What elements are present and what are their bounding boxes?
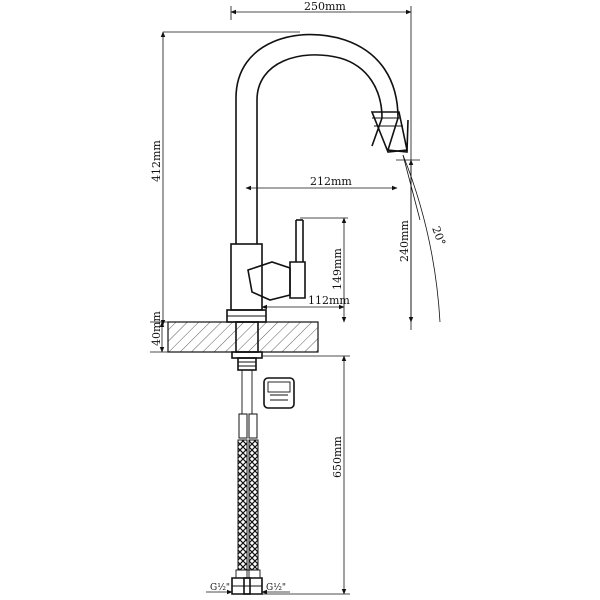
dimension-spout-reach: 212mm <box>245 175 398 191</box>
overall-width-label: 250mm <box>304 0 346 13</box>
hose-length-label: 650mm <box>331 436 344 478</box>
swivel-angle-label: 20° <box>429 225 448 248</box>
hose-thread-callouts: G½" G½" <box>206 582 290 595</box>
hose-thread-right-label: G½" <box>266 582 286 593</box>
overall-height-label: 412mm <box>150 140 163 182</box>
dimension-lever-height: 149mm <box>300 217 348 323</box>
lever-height-label: 149mm <box>331 248 344 290</box>
base-reach-label: 112mm <box>308 294 350 307</box>
faucet-body <box>226 33 409 323</box>
mounting-shank <box>231 321 263 371</box>
dimension-swivel-angle: 20° <box>402 154 448 323</box>
spout-height-label: 240mm <box>398 220 411 262</box>
dimension-overall-width: 250mm <box>230 0 412 330</box>
dimension-hose-length: 650mm <box>262 355 350 595</box>
flexible-hoses <box>231 370 263 595</box>
spout-reach-label: 212mm <box>310 175 352 188</box>
deck-thickness-label: 40mm <box>150 311 163 346</box>
countertop-section: 40mm <box>150 311 319 353</box>
dimension-spout-height: 240mm <box>396 159 420 323</box>
mounting-nut-detail <box>263 377 295 409</box>
dimension-overall-height: 412mm <box>150 31 300 326</box>
hose-thread-left-label: G½" <box>210 582 230 593</box>
dimension-base-reach: 112mm <box>261 294 350 310</box>
